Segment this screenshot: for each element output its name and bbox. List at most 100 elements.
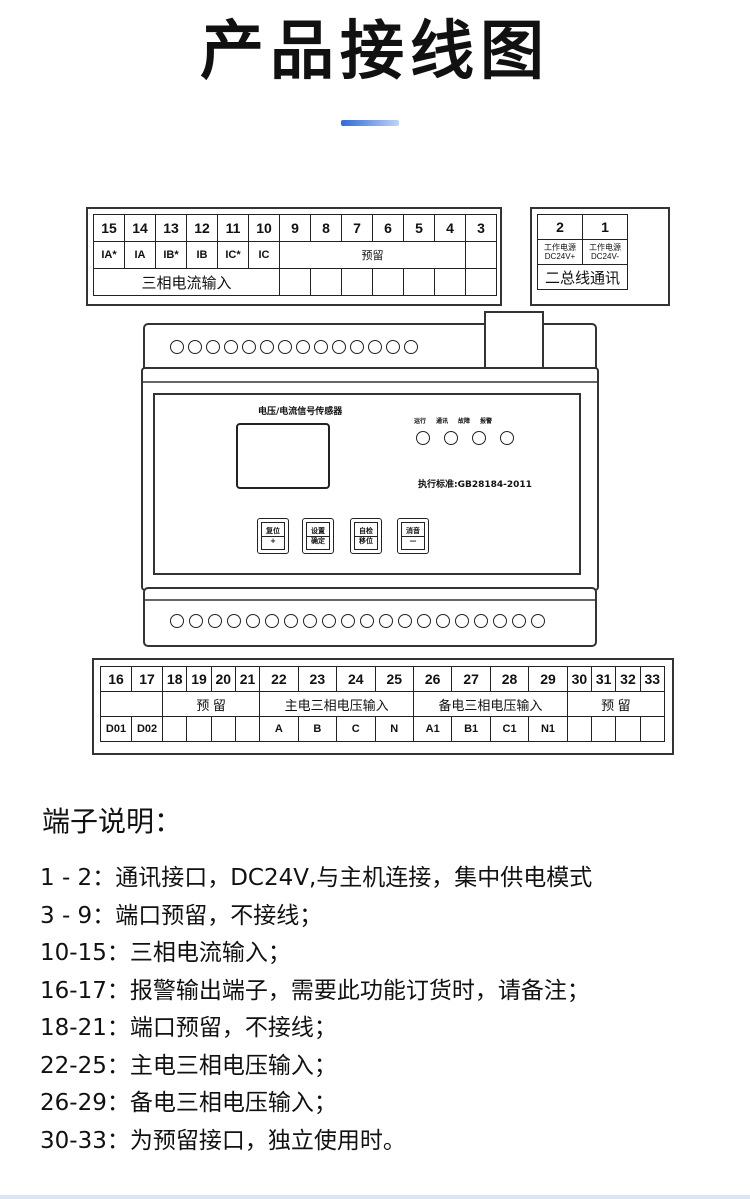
screw-terminal [341, 614, 355, 628]
led-label-fault: 故障 [458, 418, 471, 425]
screw-terminal [303, 614, 317, 628]
description-line: 10-15：三相电流输入； [40, 940, 291, 966]
screw-terminal [350, 340, 364, 354]
screw-terminal [404, 340, 418, 354]
terminal-11: 11 [217, 214, 249, 242]
led-label-run: 运行 [414, 418, 427, 425]
reset-button-symbol: + [262, 535, 284, 546]
screw-terminal [474, 614, 488, 628]
reset-button-label: 复位 [266, 526, 280, 535]
bottom-number-row: 16 17 18 19 20 21 22 23 24 25 26 27 28 2… [99, 666, 666, 692]
screw-terminal [398, 614, 412, 628]
bottom-terminal-table: 16 17 18 19 20 21 22 23 24 25 26 27 28 2… [99, 666, 666, 742]
mute-button-label: 消音 [406, 526, 420, 535]
mute-button[interactable]: 消音 — [397, 518, 429, 554]
empty-cell [234, 716, 261, 742]
terminal-13: 13 [155, 214, 187, 242]
mute-button-symbol: — [402, 535, 424, 546]
empty-cell [615, 716, 641, 742]
signal-a: A [259, 716, 299, 742]
bottom-screw-row [170, 614, 545, 628]
comm-bus-label: 二总线通讯 [537, 264, 628, 290]
terminal-4: 4 [434, 214, 466, 242]
signal-b: B [297, 716, 338, 742]
empty-cell [341, 268, 373, 296]
screw-terminal [322, 614, 336, 628]
main-voltage-label: 主电三相电压输入 [259, 691, 414, 717]
bottom-signal-row: D01 D02 A B C N A1 B1 C1 N1 [99, 716, 666, 742]
terminal-23: 23 [297, 666, 338, 692]
description-line: 3 - 9：端口预留，不接线； [40, 902, 323, 929]
screw-terminal [189, 614, 203, 628]
empty-cell [403, 268, 435, 296]
reset-button-face: 复位 + [261, 522, 285, 550]
terminal-3: 3 [465, 214, 497, 242]
comm-number-row: 2 1 [537, 214, 628, 240]
bottom-divider [0, 1195, 750, 1199]
led-row [416, 431, 514, 445]
mute-button-face: 消音 — [401, 522, 425, 550]
terminal-32: 32 [615, 666, 641, 692]
terminal-25: 25 [374, 666, 414, 692]
alarm-led-icon [500, 431, 514, 445]
description-line: 1 - 2：通讯接口，DC24V,与主机连接，集中供电模式 [40, 865, 593, 891]
reserved-label-right: 预 留 [566, 691, 666, 717]
terminal-6: 6 [372, 214, 404, 242]
terminal-7: 7 [341, 214, 373, 242]
description-line: 26-29：备电三相电压输入； [40, 1090, 337, 1116]
description-list: 1 - 2：通讯接口，DC24V,与主机连接，集中供电模式 3 - 9：端口预留… [40, 860, 592, 1160]
signal-ib: IB [186, 241, 218, 269]
signal-b1: B1 [451, 716, 491, 742]
screw-terminal [284, 614, 298, 628]
empty-cell [210, 716, 236, 742]
settings-button-sub: 确定 [307, 535, 329, 546]
top-screw-row [170, 340, 418, 354]
signal-a1: A1 [412, 716, 453, 742]
screw-terminal [206, 340, 220, 354]
comm-led-icon [444, 431, 458, 445]
settings-button[interactable]: 设置 确定 [302, 518, 334, 554]
screw-terminal [512, 614, 526, 628]
screw-terminal [278, 340, 292, 354]
terminal-signal-row: IA* IA IB* IB IC* IC 预留 [93, 241, 497, 269]
description-line: 18-21：端口预留，不接线； [40, 1015, 337, 1041]
screw-terminal [455, 614, 469, 628]
terminal-15: 15 [93, 214, 125, 242]
terminal-5: 5 [403, 214, 435, 242]
device-name: 电压/电流信号传感器 [258, 407, 343, 417]
comm-power-row: 工作电源 DC24V+ 工作电源 DC24V- [537, 239, 628, 265]
terminal-27: 27 [451, 666, 491, 692]
screw-terminal [296, 340, 310, 354]
terminal-30: 30 [566, 666, 593, 692]
screw-terminal [170, 614, 184, 628]
terminal-17: 17 [131, 666, 164, 692]
empty-cell [372, 268, 404, 296]
terminal-number-row: 15 14 13 12 11 10 9 8 7 6 5 4 3 [93, 214, 497, 242]
terminal-16: 16 [99, 666, 133, 692]
screw-terminal [379, 614, 393, 628]
terminal-33: 33 [639, 666, 666, 692]
selftest-button[interactable]: 自检 移位 [350, 518, 382, 554]
title-accent-bar [341, 120, 399, 126]
page-title: 产品接线图 [200, 15, 550, 89]
screw-terminal [332, 340, 346, 354]
terminal-12: 12 [186, 214, 218, 242]
selftest-button-label: 自检 [359, 526, 373, 535]
signal-n: N [374, 716, 414, 742]
power-positive-line1: 工作电源 [544, 243, 576, 252]
reset-button[interactable]: 复位 + [257, 518, 289, 554]
empty-cell [310, 268, 342, 296]
reserved-label-left: 预 留 [162, 691, 261, 717]
signal-ic-star: IC* [217, 241, 249, 269]
power-positive-label: 工作电源 DC24V+ [537, 239, 583, 265]
screw-terminal [242, 340, 256, 354]
description-line: 22-25：主电三相电压输入； [40, 1052, 337, 1079]
description-line: 30-33：为预留接口，独立使用时。 [40, 1127, 406, 1154]
empty-cell [434, 268, 466, 296]
empty-cell [639, 716, 666, 742]
terminal-20: 20 [210, 666, 236, 692]
led-label-comm: 通讯 [436, 418, 449, 425]
terminal-29: 29 [528, 666, 568, 692]
power-negative-line2: DC24V- [590, 252, 619, 261]
screw-terminal [314, 340, 328, 354]
